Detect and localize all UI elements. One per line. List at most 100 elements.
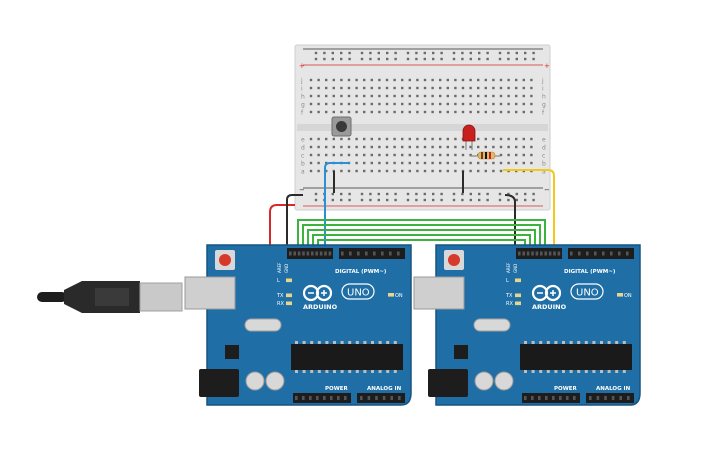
rail-hole[interactable] — [406, 198, 410, 202]
rail-hole[interactable] — [360, 51, 364, 55]
breadboard-hole[interactable] — [347, 145, 351, 149]
rail-hole[interactable] — [498, 192, 502, 196]
breadboard-hole[interactable] — [385, 137, 389, 141]
breadboard-hole[interactable] — [423, 153, 427, 157]
breadboard-hole[interactable] — [507, 86, 510, 90]
breadboard-hole[interactable] — [499, 145, 503, 149]
breadboard-hole[interactable] — [484, 110, 487, 114]
breadboard-hole[interactable] — [416, 102, 419, 106]
header-pin[interactable] — [357, 251, 360, 256]
breadboard-hole[interactable] — [340, 94, 343, 98]
header-pin[interactable] — [626, 251, 629, 256]
breadboard-hole[interactable] — [423, 86, 427, 90]
rail-hole[interactable] — [461, 198, 464, 202]
breadboard-hole[interactable] — [416, 110, 419, 114]
breadboard-hole[interactable] — [393, 86, 396, 90]
breadboard-hole[interactable] — [484, 78, 487, 82]
breadboard-hole[interactable] — [393, 153, 396, 157]
rail-hole[interactable] — [469, 198, 472, 202]
rail-hole[interactable] — [423, 51, 426, 55]
rail-hole[interactable] — [360, 192, 364, 196]
breadboard-hole[interactable] — [431, 137, 434, 141]
rail-hole[interactable] — [486, 51, 489, 55]
breadboard-hole[interactable] — [522, 161, 525, 165]
breadboard-hole[interactable] — [340, 110, 343, 114]
rail-hole[interactable] — [524, 51, 527, 55]
breadboard-hole[interactable] — [378, 86, 381, 90]
breadboard-hole[interactable] — [393, 102, 396, 106]
header-pin[interactable] — [596, 396, 600, 400]
breadboard-hole[interactable] — [492, 169, 495, 173]
header-pin[interactable] — [367, 396, 371, 400]
wire-green-1[interactable] — [297, 219, 546, 251]
header-pin[interactable] — [526, 251, 530, 256]
breadboard-hole[interactable] — [332, 94, 335, 98]
rail-hole[interactable] — [507, 57, 510, 61]
rail-hole[interactable] — [532, 57, 535, 61]
rail-hole[interactable] — [394, 192, 397, 196]
breadboard-hole[interactable] — [408, 110, 411, 114]
breadboard-hole[interactable] — [332, 153, 335, 157]
breadboard-hole[interactable] — [309, 94, 313, 98]
breadboard-hole[interactable] — [325, 153, 328, 157]
breadboard-hole[interactable] — [530, 102, 533, 106]
rail-hole[interactable] — [340, 192, 343, 196]
breadboard-hole[interactable] — [385, 145, 389, 149]
breadboard-hole[interactable] — [385, 153, 389, 157]
breadboard-hole[interactable] — [439, 94, 442, 98]
breadboard-hole[interactable] — [499, 137, 503, 141]
breadboard-hole[interactable] — [461, 102, 465, 106]
rail-hole[interactable] — [415, 192, 418, 196]
breadboard-hole[interactable] — [325, 137, 328, 141]
breadboard-hole[interactable] — [317, 78, 320, 82]
rail-hole[interactable] — [406, 192, 410, 196]
breadboard-hole[interactable] — [378, 161, 381, 165]
breadboard-hole[interactable] — [355, 153, 358, 157]
breadboard-hole[interactable] — [340, 102, 343, 106]
header-pin[interactable] — [540, 251, 543, 256]
breadboard-hole[interactable] — [431, 169, 434, 173]
breadboard-hole[interactable] — [370, 94, 373, 98]
breadboard-hole[interactable] — [401, 145, 404, 149]
wire-black-left-gnd[interactable] — [286, 194, 303, 251]
breadboard-hole[interactable] — [340, 153, 343, 157]
breadboard-hole[interactable] — [385, 86, 389, 90]
header-pin[interactable] — [627, 396, 630, 400]
breadboard-hole[interactable] — [416, 137, 419, 141]
breadboard-hole[interactable] — [454, 102, 457, 106]
rail-hole[interactable] — [524, 192, 527, 196]
breadboard-hole[interactable] — [401, 78, 404, 82]
breadboard-hole[interactable] — [446, 78, 449, 82]
rail-hole[interactable] — [323, 57, 326, 61]
breadboard-hole[interactable] — [515, 94, 518, 98]
rail-hole[interactable] — [386, 51, 389, 55]
breadboard-hole[interactable] — [461, 86, 465, 90]
breadboard-hole[interactable] — [454, 145, 457, 149]
breadboard-hole[interactable] — [309, 145, 313, 149]
breadboard-hole[interactable] — [416, 161, 419, 165]
breadboard-hole[interactable] — [439, 102, 442, 106]
header-pin[interactable] — [341, 251, 344, 256]
header-pin[interactable] — [381, 251, 384, 256]
rail-hole[interactable] — [432, 198, 435, 202]
breadboard-hole[interactable] — [469, 145, 472, 149]
breadboard-hole[interactable] — [355, 145, 358, 149]
rail-hole[interactable] — [415, 51, 418, 55]
breadboard-hole[interactable] — [439, 145, 442, 149]
breadboard-hole[interactable] — [347, 169, 351, 173]
breadboard-hole[interactable] — [530, 86, 533, 90]
breadboard-hole[interactable] — [347, 137, 351, 141]
breadboard-hole[interactable] — [317, 169, 320, 173]
breadboard-hole[interactable] — [416, 94, 419, 98]
breadboard-hole[interactable] — [309, 110, 313, 114]
breadboard-hole[interactable] — [309, 78, 313, 82]
breadboard-hole[interactable] — [484, 145, 487, 149]
breadboard-hole[interactable] — [477, 102, 480, 106]
header-pin[interactable] — [382, 396, 386, 400]
header-pin[interactable] — [328, 251, 332, 256]
breadboard-hole[interactable] — [378, 94, 381, 98]
breadboard-hole[interactable] — [477, 110, 480, 114]
breadboard-hole[interactable] — [416, 145, 419, 149]
breadboard-hole[interactable] — [439, 161, 442, 165]
breadboard-hole[interactable] — [378, 110, 381, 114]
